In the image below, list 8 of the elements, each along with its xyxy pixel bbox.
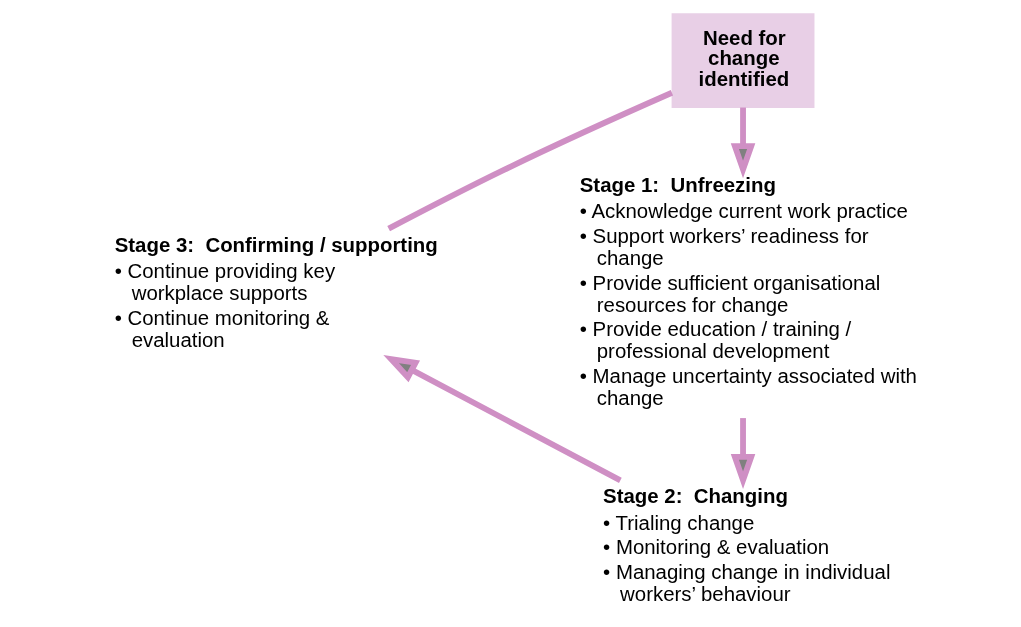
connector (387, 90, 674, 232)
arrow (730, 107, 756, 179)
arrow (383, 354, 622, 483)
node-text: Stage 3: Confirming / supporting • Continue providing key workplace supports • Continue monitoring & evaluation (114, 233, 438, 351)
node-text: Stage 1: Unfreezing • Acknowledge current work practice • Support workers’ readiness for change • Provide sufficient organisational resources for change • Provide education / training / professional development • Manage uncertainty associated with change (579, 174, 917, 409)
node-text: Stage 2: Changing • Trialing change • Monitoring & evaluation • Managing change in individual workers’ behaviour (603, 485, 891, 605)
node-box: Need for change identified (671, 13, 815, 108)
arrow (730, 418, 756, 490)
